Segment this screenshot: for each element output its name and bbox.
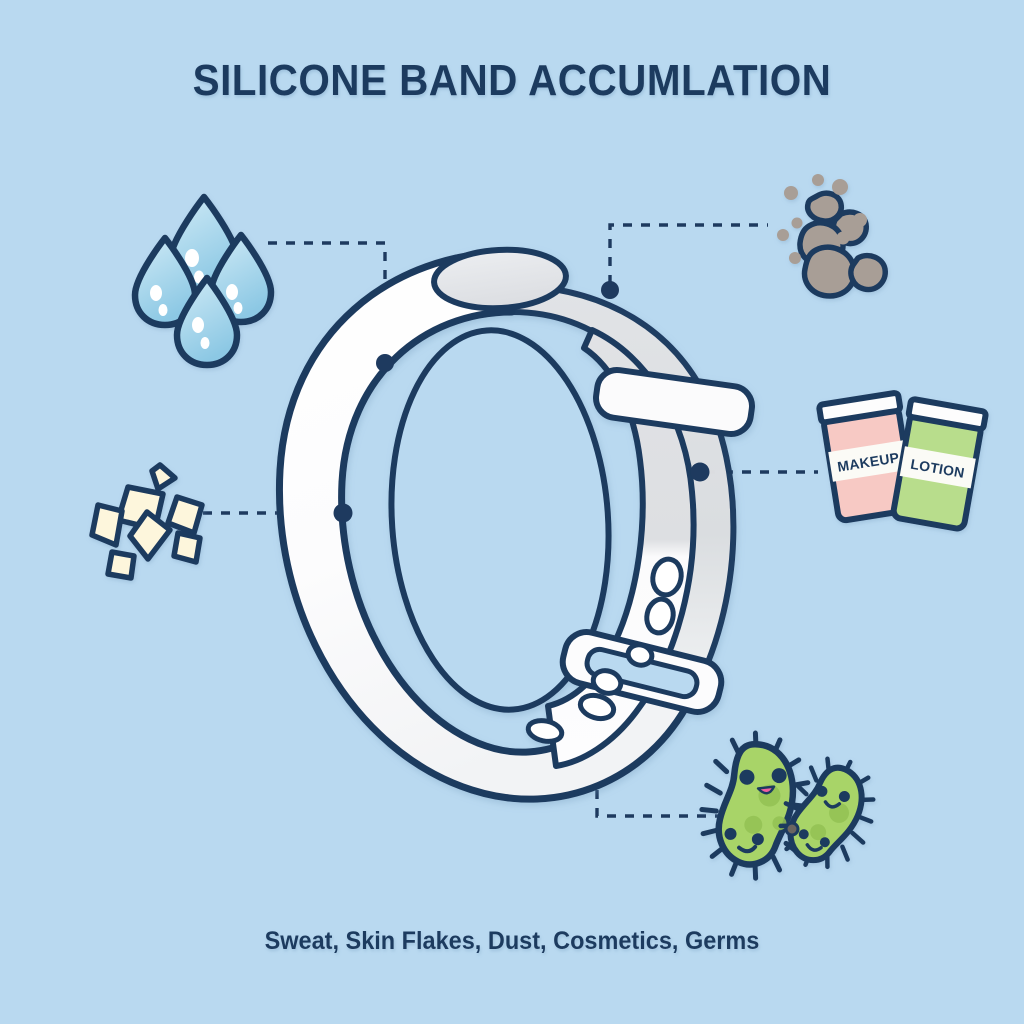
skin-flake <box>105 549 137 581</box>
droplet-highlight <box>233 302 243 314</box>
band-adjustment-holes <box>525 556 684 744</box>
water-droplet <box>173 274 241 369</box>
skin-flake <box>89 502 125 548</box>
band-hole <box>650 556 684 598</box>
germ-mouth-lower <box>737 844 758 854</box>
lotion-tube-cap <box>905 396 989 432</box>
dust-specks <box>777 174 867 264</box>
band-aperture <box>388 327 612 713</box>
cosmetic-tubes-icon: MAKEUP LOTION <box>816 390 989 532</box>
dust-clump <box>801 244 858 299</box>
droplet-highlight <box>226 284 238 300</box>
germ-eye-lower <box>751 833 764 846</box>
band-hole <box>625 642 655 668</box>
dust-speck <box>777 229 789 241</box>
droplet-highlight <box>185 249 199 267</box>
dust-particles-icon <box>777 174 888 299</box>
anchor-dot-sweat <box>376 354 394 372</box>
germ-eye <box>838 790 850 802</box>
bacteria-icon <box>699 730 876 881</box>
dust-speck <box>789 252 801 264</box>
skin-flake <box>149 462 178 492</box>
anchor-dot-dust <box>601 281 619 299</box>
germ-large <box>699 730 813 881</box>
makeup-tube-cap <box>816 390 904 426</box>
germ-mouth-lower <box>805 843 823 852</box>
droplet-highlight <box>192 317 204 333</box>
band-ring-body <box>275 248 694 803</box>
water-droplet <box>131 234 199 329</box>
germ-mouth <box>756 785 776 795</box>
dust-speck <box>784 186 798 200</box>
lotion-tube[interactable]: LOTION <box>890 396 989 532</box>
germ-eye-lower <box>724 827 737 840</box>
dust-speck <box>853 213 867 227</box>
watch-face <box>431 246 569 312</box>
band-hole <box>644 596 676 636</box>
droplet-highlight <box>150 285 162 301</box>
germ-speck <box>784 821 800 837</box>
germ-body <box>787 764 865 864</box>
anchor-dot-skin-flakes <box>333 503 353 523</box>
droplet-highlight <box>158 304 168 316</box>
dust-speck <box>812 174 824 186</box>
silicone-watch-band <box>275 246 755 803</box>
lotion-tube-label-band <box>899 446 976 489</box>
skin-flake <box>165 494 205 536</box>
band-hole <box>525 718 565 744</box>
germ-mouth <box>823 800 842 809</box>
dust-speck <box>836 231 850 245</box>
germ-small <box>778 756 876 870</box>
makeup-tube-label-band <box>828 440 909 482</box>
skin-flake <box>127 509 173 562</box>
band-hole <box>577 692 617 722</box>
anchor-dot-cosmetics <box>690 462 710 482</box>
germ-eye-lower <box>819 837 830 848</box>
droplet-highlight <box>200 337 210 349</box>
water-droplets-icon <box>131 193 275 369</box>
dust-speck <box>832 179 848 195</box>
germ-eye <box>739 769 755 785</box>
band-keeper-loop <box>593 366 755 438</box>
dust-speck <box>791 217 803 229</box>
dust-clump <box>848 252 888 293</box>
skin-flake <box>171 530 203 565</box>
leader-line-dust <box>608 223 768 284</box>
band-hole <box>590 668 624 696</box>
germ-eye <box>816 785 828 797</box>
makeup-tube[interactable]: MAKEUP <box>816 390 917 524</box>
footer-caption: Sweat, Skin Flakes, Dust, Cosmetics, Ger… <box>265 927 760 955</box>
germ-eye <box>771 768 787 784</box>
callout-anchor-dots <box>333 281 710 523</box>
germ-eye-lower <box>798 829 809 840</box>
leader-line-sweat <box>268 241 387 357</box>
skin-flakes-icon <box>89 462 205 581</box>
page-title: SILICONE BAND ACCUMLATION <box>193 55 832 104</box>
